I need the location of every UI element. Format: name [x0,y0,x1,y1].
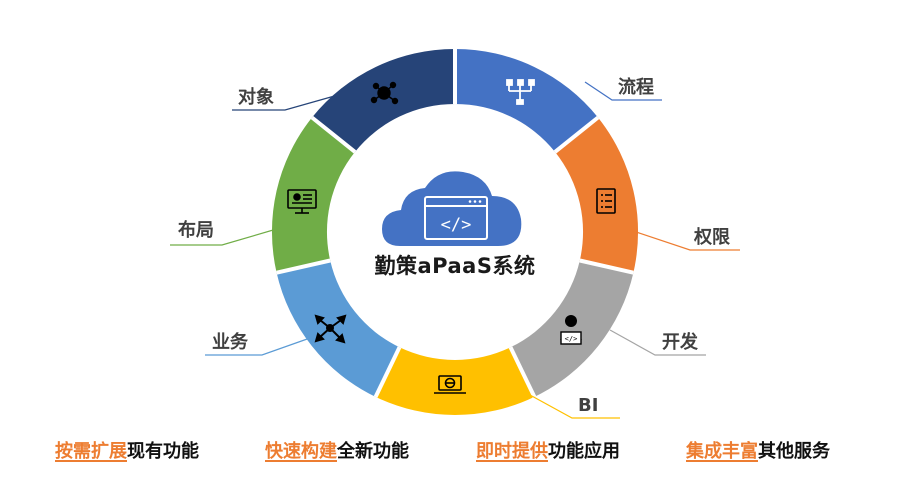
network-arrows-icon [314,314,347,344]
developer-icon: </> [560,315,582,345]
tagline-highlight: 集成丰富 [686,441,758,462]
label-business: 业务 [212,332,248,353]
segment-business [276,260,400,397]
connector-develop [609,329,706,356]
center-title: 勤策aPaaS系统 [374,254,536,278]
connector-object [232,94,339,111]
molecule-icon [370,81,399,105]
tagline-extend: 按需扩展现有功能 [55,440,199,464]
segment-flow [455,48,598,152]
connector-business [205,337,311,356]
label-develop: 开发 [662,332,698,353]
label-flow: 流程 [618,77,654,98]
checklist-icon [596,188,616,214]
flowchart-icon [506,79,535,105]
segment-object [312,48,455,152]
segment-develop [510,260,634,397]
tagline-text: 功能应用 [548,441,620,462]
label-object: 对象 [238,87,274,108]
label-layout: 布局 [178,220,214,241]
label-bi: BI [578,395,599,416]
segment-bi [375,347,535,416]
svg-text:</>: </> [565,335,578,343]
segment-layout [271,117,355,273]
tagline-build: 快速构建全新功能 [265,440,409,464]
tagline-highlight: 即时提供 [476,441,548,462]
connector-layout [170,227,281,246]
tagline-integrate: 集成丰富其他服务 [686,440,830,464]
cloud-code-icon: </> [382,171,522,246]
monitor-layout-icon [287,189,317,214]
label-permission: 权限 [694,227,730,248]
tagline-text: 现有功能 [127,441,199,462]
tagline-highlight: 快速构建 [265,441,337,462]
tagline-text: 其他服务 [758,441,830,462]
tagline-highlight: 按需扩展 [55,441,127,462]
laptop-globe-icon [434,375,466,394]
connector-bi [529,394,620,419]
connector-permission [629,229,740,251]
tagline-provide: 即时提供功能应用 [476,440,620,464]
connector-flow [584,81,662,101]
tagline-text: 全新功能 [337,441,409,462]
svg-text:</>: </> [441,215,472,235]
